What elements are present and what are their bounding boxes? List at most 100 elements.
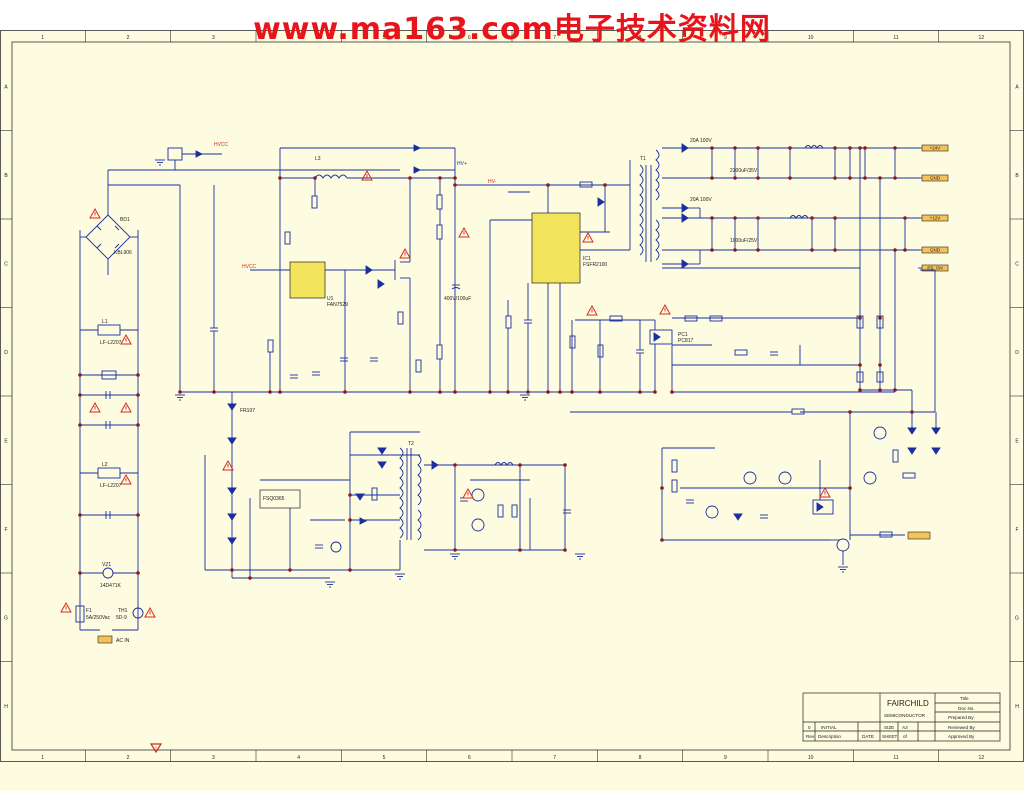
border-row-label: A [4, 84, 8, 90]
junction-dot [212, 390, 216, 394]
d-out2-value: 20A 100V [690, 197, 712, 203]
pfc-ic-body [289, 261, 326, 299]
ac-input-connector [97, 635, 113, 644]
junction-dot [408, 390, 412, 394]
hvcc-label-pfc: HVCC [242, 264, 257, 270]
junction-dot [546, 390, 550, 394]
junction-dot [733, 216, 737, 220]
junction-dot [756, 176, 760, 180]
junction-dot [848, 146, 852, 150]
opto-value: PC817 [678, 338, 694, 344]
border-col-label: 8 [639, 755, 642, 761]
junction-dot [526, 390, 530, 394]
border-col-label: 8 [639, 35, 642, 41]
junction-dot [848, 176, 852, 180]
border-row-label: D [1015, 350, 1019, 356]
junction-dot [733, 176, 737, 180]
border-col-label: 7 [553, 35, 556, 41]
junction-dot [178, 390, 182, 394]
junction-dot [408, 176, 412, 180]
hvcc-label-relay: HVCC [214, 142, 229, 148]
junction-dot [893, 146, 897, 150]
ntc-ref: TH1 [118, 608, 128, 614]
out-transformer-ref: T1 [640, 156, 646, 162]
junction-dot [546, 183, 550, 187]
junction-dot [570, 390, 574, 394]
standby-section [204, 392, 571, 579]
ac-input-label: AC IN [116, 638, 130, 644]
warning-triangle-icon [458, 226, 470, 238]
ntc-value: 5D-9 [116, 615, 127, 621]
border-row-label: C [4, 261, 8, 267]
border-row-label: A [1015, 84, 1019, 90]
border-row-label: C [1015, 261, 1019, 267]
junction-dot [78, 423, 82, 427]
pfc-ic-value: FAN7529 [327, 302, 348, 308]
border-col-label: 12 [979, 35, 985, 41]
junction-dot [453, 548, 457, 552]
junction-dot [558, 390, 562, 394]
bridge-value: KBL906 [114, 250, 132, 256]
border-col-label: 11 [893, 755, 898, 761]
junction-dot [833, 176, 837, 180]
junction-dots [78, 146, 914, 580]
warning-triangle-icon [89, 401, 101, 413]
junction-dot [136, 423, 140, 427]
hv-minus-label: HV- [488, 179, 497, 185]
junction-dot [506, 390, 510, 394]
warning-triangle-icon [120, 473, 132, 485]
junction-dot [78, 513, 82, 517]
warning-triangle-icon [586, 304, 598, 316]
warning-triangle-icon [361, 169, 373, 181]
ground-symbols [155, 159, 848, 588]
pfc-ic-ref: U1 [327, 296, 334, 302]
junction-dot [710, 248, 714, 252]
border-col-label: 1 [41, 35, 44, 41]
border-row-label: B [4, 173, 8, 179]
junction-dot [788, 146, 792, 150]
junction-dot [756, 248, 760, 252]
border-col-label: 6 [468, 35, 471, 41]
border-row-label: E [4, 438, 8, 444]
cap-out2-value: 1000uF/25V [730, 238, 758, 244]
border-col-label: 2 [127, 755, 130, 761]
junction-dot [488, 390, 492, 394]
junction-dot [598, 390, 602, 394]
junction-dot [848, 486, 852, 490]
junction-dot [733, 146, 737, 150]
junction-dot [288, 568, 292, 572]
junction-dot [903, 216, 907, 220]
junction-dot [756, 146, 760, 150]
output-terminal-label: +12V [930, 216, 941, 221]
border-col-label: 10 [808, 755, 814, 761]
desc-label: Description [818, 734, 841, 739]
border-row-label: H [4, 704, 8, 710]
title-division: SEMICONDUCTOR [884, 713, 926, 718]
border-col-label: 12 [979, 755, 985, 761]
junction-dot [78, 393, 82, 397]
warning-triangle-icon [144, 606, 156, 618]
junction-dot [78, 373, 82, 377]
standby-ic-value: FSQ0365 [263, 496, 285, 502]
junction-dot [878, 363, 882, 367]
junction-dot [788, 176, 792, 180]
warning-triangle-icon [89, 207, 101, 219]
svg-text:!: ! [155, 746, 156, 752]
junction-dot [710, 146, 714, 150]
junction-dot [343, 390, 347, 394]
border-col-label: 7 [553, 755, 556, 761]
warning-triangle-icon [60, 601, 72, 613]
junction-dot [810, 248, 814, 252]
title-block [802, 692, 1001, 742]
border-col-label: 9 [724, 35, 727, 41]
border-col-label: 5 [383, 35, 386, 41]
junction-dot [858, 388, 862, 392]
junction-dot [453, 463, 457, 467]
border-row-label: E [1015, 438, 1019, 444]
junction-dot [833, 216, 837, 220]
junction-dot [136, 571, 140, 575]
border-col-label: 6 [468, 755, 471, 761]
secondary-section [662, 143, 920, 393]
